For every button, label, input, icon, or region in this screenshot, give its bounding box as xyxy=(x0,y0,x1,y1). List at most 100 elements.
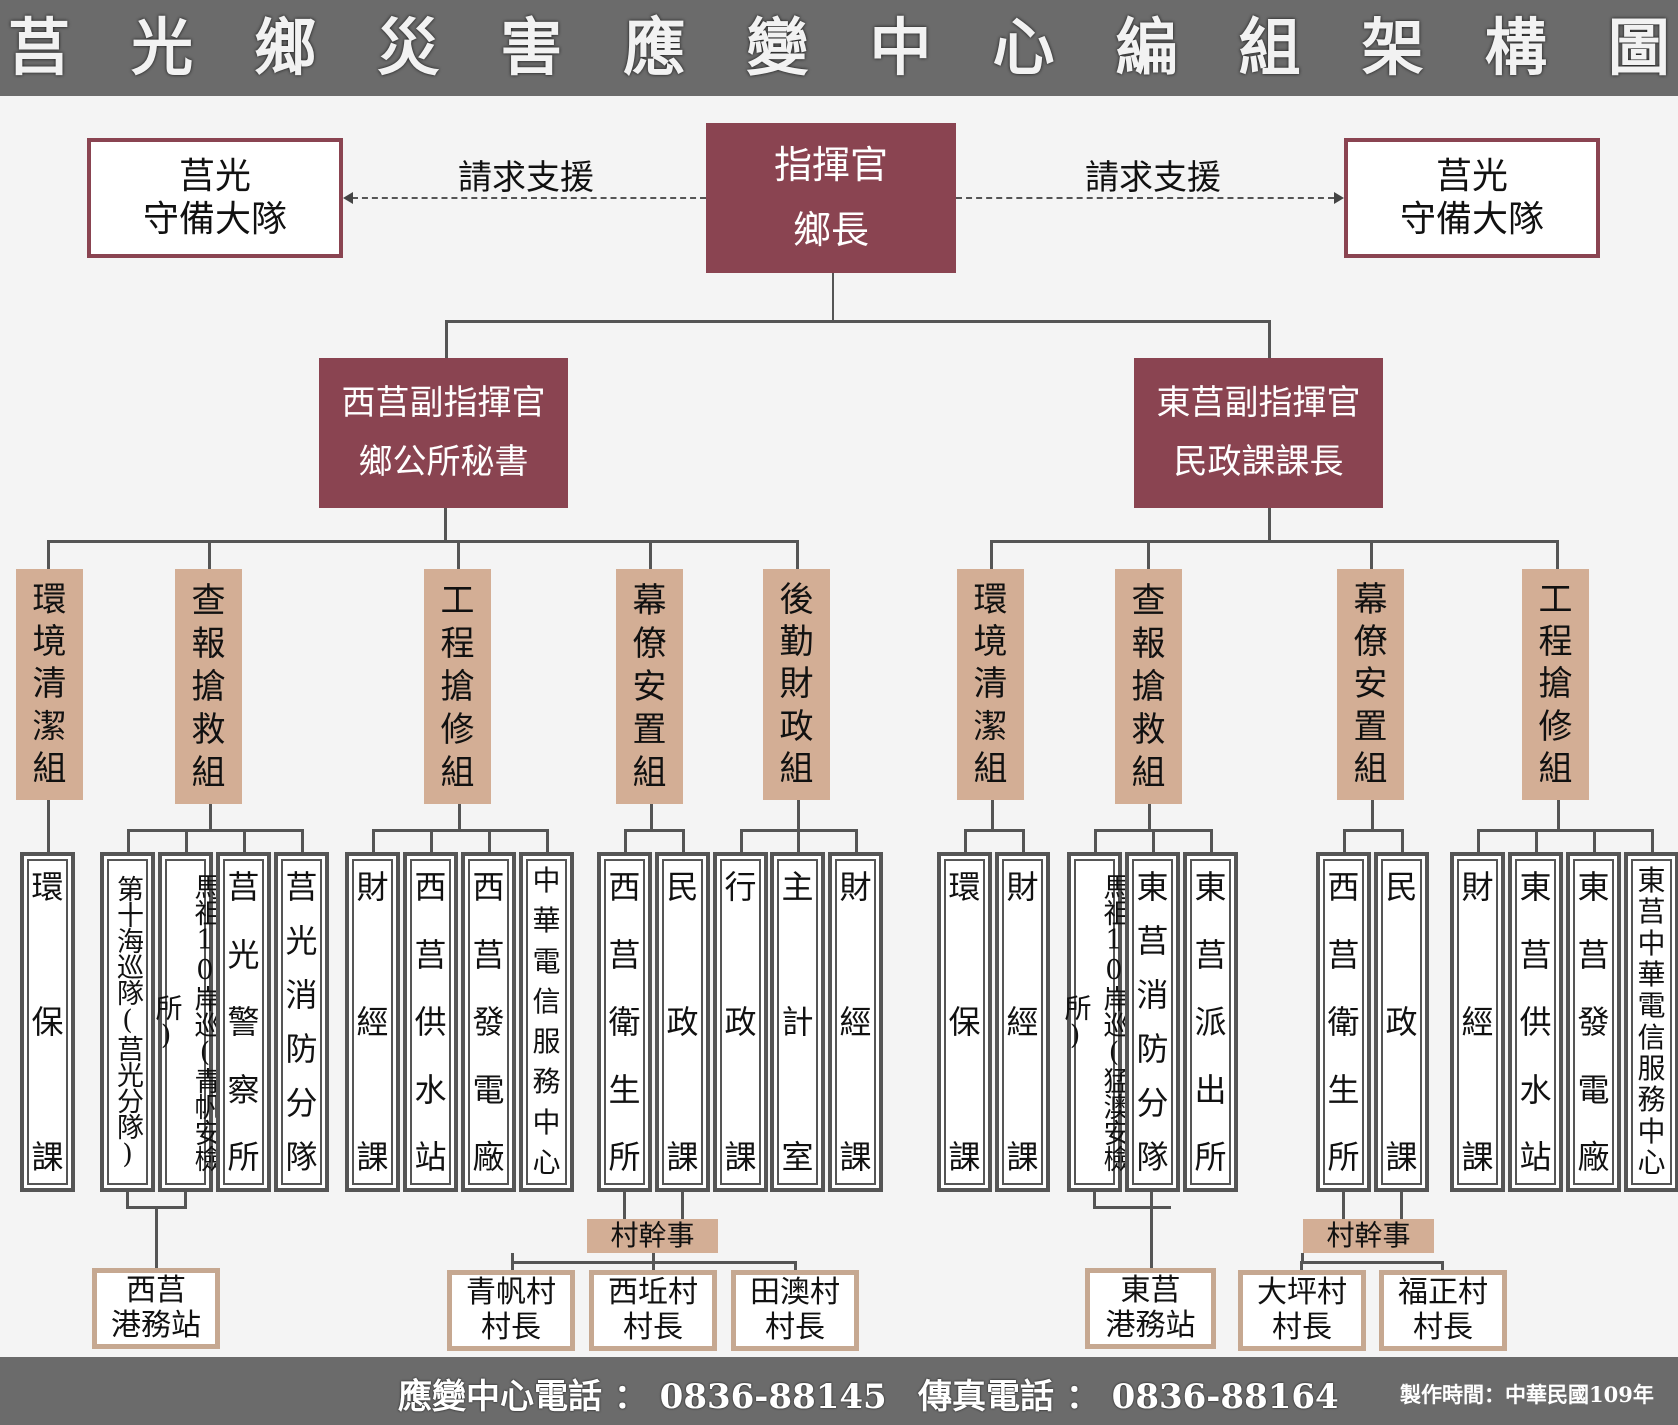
village-box: 西坵村村長 xyxy=(589,1270,717,1351)
village-line2: 村長 xyxy=(481,1309,541,1345)
unit-inner: 環保課 xyxy=(944,859,985,1185)
request-label-left: 請求支援 xyxy=(458,158,594,198)
group-char: 組 xyxy=(1353,748,1388,789)
unit-inner: 東莒消防分隊 xyxy=(1132,859,1173,1185)
group-char: 搶 xyxy=(191,666,226,707)
west-port-line2: 港務站 xyxy=(111,1307,201,1343)
unit-char: 警 xyxy=(227,1003,260,1041)
connector xyxy=(457,540,460,570)
connector xyxy=(445,320,448,360)
unit-inner: 馬祖10岸巡(青帆安檢所) xyxy=(151,859,221,1185)
title-char: 架 xyxy=(1361,11,1424,84)
group-char: 搶 xyxy=(1131,666,1166,707)
unit-box: 西莒衛生所 xyxy=(597,852,652,1192)
unit-char: 電 xyxy=(1637,989,1666,1023)
unit-char: 所 xyxy=(1327,1138,1360,1176)
unit-inner: 西莒衛生所 xyxy=(1323,859,1364,1185)
title-char: 中 xyxy=(869,11,932,84)
connector xyxy=(1535,829,1538,852)
unit-char: 莒 xyxy=(472,935,505,974)
unit-box: 東莒派出所 xyxy=(1183,852,1238,1192)
connector xyxy=(832,273,834,321)
unit-inner: 東莒供水站 xyxy=(1515,859,1556,1185)
unit-char: 主 xyxy=(781,868,814,906)
footer-made-date: 製作時間：中華民國109年 xyxy=(1400,1382,1654,1407)
connector xyxy=(208,540,211,570)
unit-char: 站 xyxy=(414,1138,447,1176)
arrow-left-icon xyxy=(343,192,353,204)
group-char: 報 xyxy=(191,623,226,664)
unit-text: 馬祖10岸巡(青帆安檢所) xyxy=(150,873,221,1171)
group-char: 組 xyxy=(191,752,226,793)
group-char: 後 xyxy=(779,580,814,621)
unit-box: 東莒消防分隊 xyxy=(1125,852,1180,1192)
connector xyxy=(127,829,130,852)
east-village-label: 村幹事 xyxy=(1303,1219,1434,1253)
connector xyxy=(1343,829,1404,832)
commander-box: 指揮官 鄉長 xyxy=(706,123,956,273)
unit-inner: 民政課 xyxy=(1381,859,1422,1185)
unit-char: 政 xyxy=(724,1003,757,1041)
unit-box: 行政課 xyxy=(713,852,768,1192)
east-deputy-title: 東莒副指揮官 xyxy=(1156,382,1361,423)
group-char: 幕 xyxy=(1353,580,1388,621)
unit-box: 西莒衛生所 xyxy=(1316,852,1371,1192)
unit-char: 水 xyxy=(1519,1070,1552,1109)
connector xyxy=(991,800,994,830)
unit-char: 衛 xyxy=(1327,1003,1360,1041)
unit-char: 心 xyxy=(1637,1145,1666,1179)
unit-inner: 財經課 xyxy=(835,859,876,1185)
unit-char: 課 xyxy=(1006,1138,1039,1176)
group-char: 境 xyxy=(973,622,1008,663)
unit-char: 隊 xyxy=(285,1138,318,1176)
group-box: 幕僚安置組 xyxy=(616,569,683,804)
unit-box: 馬祖10岸巡(青帆安檢所) xyxy=(151,852,221,1192)
title-char: 鄉 xyxy=(254,11,317,84)
unit-box: 莒光警察所 xyxy=(216,852,271,1192)
unit-char: 派 xyxy=(1194,1003,1227,1041)
group-char: 置 xyxy=(1353,706,1388,747)
connector xyxy=(126,1192,129,1208)
connector xyxy=(652,1261,655,1271)
unit-char: 東 xyxy=(1519,868,1552,906)
connector xyxy=(1148,804,1151,830)
unit-inner: 東莒發電廠 xyxy=(1573,859,1614,1185)
support-left-line2: 守備大隊 xyxy=(142,199,287,240)
title-char: 莒 xyxy=(8,11,71,84)
unit-char: 莒 xyxy=(285,868,318,906)
connector xyxy=(1593,829,1596,852)
support-left-line1: 莒光 xyxy=(178,155,251,197)
unit-inner: 中華電信服務中心 xyxy=(526,859,567,1185)
group-char: 工 xyxy=(440,580,475,621)
group-char: 查 xyxy=(1131,580,1166,621)
unit-inner: 西莒供水站 xyxy=(410,859,451,1185)
unit-inner: 第十海巡隊(莒光分隊) xyxy=(107,859,148,1185)
group-char: 清 xyxy=(32,664,67,705)
connector xyxy=(1342,1192,1345,1219)
group-char: 組 xyxy=(32,748,67,789)
group-box: 後勤財政組 xyxy=(763,569,830,800)
unit-char: 保 xyxy=(948,1003,981,1041)
village-line1: 大坪村 xyxy=(1257,1275,1347,1310)
unit-char: 所 xyxy=(608,1138,641,1176)
unit-char: 行 xyxy=(724,868,757,906)
connector xyxy=(430,829,433,852)
unit-char: 課 xyxy=(666,1138,699,1176)
unit-box: 財經課 xyxy=(828,852,883,1192)
group-char: 搶 xyxy=(1538,664,1573,705)
group-char: 幕 xyxy=(632,580,667,621)
group-char: 救 xyxy=(191,709,226,750)
unit-char: 電 xyxy=(472,1070,505,1109)
group-char: 救 xyxy=(1131,709,1166,750)
unit-char: 服 xyxy=(532,1025,561,1059)
unit-box: 財經課 xyxy=(995,852,1050,1192)
group-char: 安 xyxy=(632,666,667,707)
unit-char: 務 xyxy=(1637,1083,1666,1117)
group-char: 境 xyxy=(32,622,67,663)
connector xyxy=(1343,829,1346,852)
support-right-line1: 莒光 xyxy=(1435,155,1508,197)
unit-char: 莒 xyxy=(1194,935,1227,974)
group-char: 財 xyxy=(779,664,814,705)
connector xyxy=(1477,829,1654,832)
